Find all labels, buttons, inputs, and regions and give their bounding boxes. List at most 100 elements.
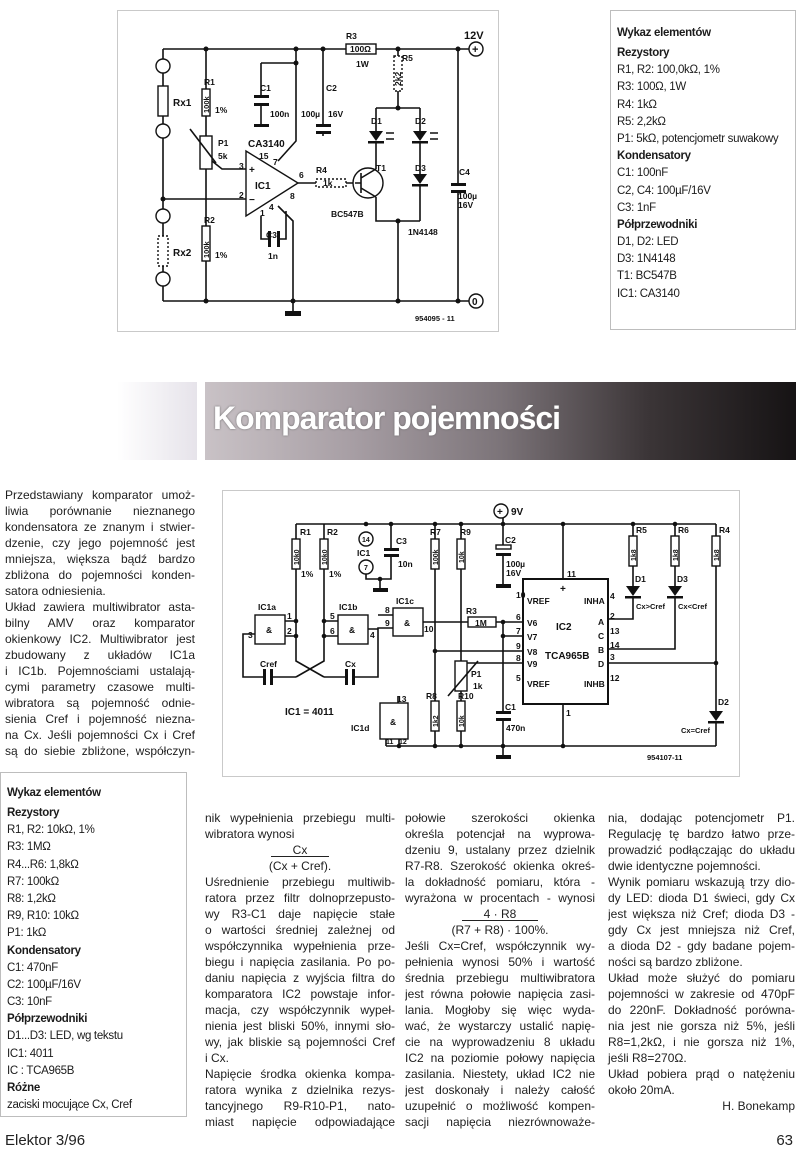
svg-text:V6: V6 [527, 618, 538, 628]
text-line: i IC1b. Pojemnościami ustalają- [5, 664, 195, 678]
svg-text:C2: C2 [505, 535, 516, 545]
text-line: cie na wyprowadzeniu 8 układu [405, 1035, 595, 1049]
text-line: ności są bardzo zbliżone. [608, 955, 743, 969]
text-line: do 220nF. Dokładność porówna- [608, 1003, 795, 1017]
svg-text:5k: 5k [218, 151, 228, 161]
svg-text:R2: R2 [327, 527, 338, 537]
text-line: zbudowany z układów IC1a [5, 648, 195, 662]
svg-text:7: 7 [516, 626, 521, 636]
svg-text:12: 12 [399, 739, 407, 746]
text-line: pojemności w zakresie od 470pF [608, 987, 795, 1001]
parts-list-item: R7: 100kΩ [7, 875, 59, 888]
parts-list-item: D3: 1N4148 [617, 253, 676, 266]
svg-text:IC1: IC1 [255, 181, 271, 192]
parts-list-item: R1, R2: 10kΩ, 1% [7, 824, 95, 837]
text-line: Przedstawiany komparator umoż- [5, 488, 195, 502]
text-line: gdy Cx jest mniejsza niż Cref, [608, 923, 795, 937]
svg-text:4: 4 [610, 591, 615, 601]
svg-text:10: 10 [516, 590, 526, 600]
text-line: i Cx. [205, 1051, 229, 1065]
text-line: lania. Mogłoby się więc wyda- [405, 1003, 595, 1017]
parts-list-item: zaciski mocujące Cx, Cref [7, 1099, 132, 1112]
parts-list-item: R4: 1kΩ [617, 98, 657, 111]
ic1c-gate [392, 607, 424, 637]
svg-text:100Ω: 100Ω [350, 44, 371, 54]
svg-text:1%: 1% [329, 569, 342, 579]
svg-text:P1: P1 [471, 669, 482, 679]
text-line: o wartości średniej zależnej od [205, 923, 395, 937]
svg-text:3: 3 [239, 161, 244, 171]
svg-text:Cx>Cref: Cx>Cref [636, 602, 665, 611]
svg-text:&: & [404, 618, 410, 628]
svg-text:10n: 10n [398, 559, 413, 569]
svg-text:16V: 16V [458, 200, 473, 210]
svg-text:2: 2 [239, 190, 244, 200]
svg-text:R3: R3 [346, 31, 357, 41]
svg-text:B: B [598, 645, 604, 655]
svg-text:INHA: INHA [584, 596, 605, 606]
svg-text:BC547B: BC547B [331, 209, 364, 219]
svg-text:C1: C1 [505, 702, 516, 712]
svg-text:V7: V7 [527, 632, 538, 642]
svg-text:Cx: Cx [345, 659, 356, 669]
svg-text:6: 6 [516, 612, 521, 622]
article-column-2: nik wypełnienia przebiegu multi-wibrator… [205, 810, 395, 1130]
parts-category-heading: Kondensatory [617, 150, 691, 163]
svg-text:100µ: 100µ [301, 109, 320, 119]
text-line: wy R3-C1 daje napięcie stałe [205, 907, 395, 921]
text-line: około 20mA. [608, 1083, 675, 1097]
text-line: Regulację tę bardzo łatwo prze- [608, 827, 795, 841]
svg-text:3: 3 [248, 630, 253, 640]
svg-text:R5: R5 [636, 525, 647, 535]
svg-text:9: 9 [516, 641, 521, 651]
text-line: wać, że wystarczy ustalić napię- [405, 1019, 595, 1033]
svg-text:+: + [472, 44, 478, 56]
svg-text:100k: 100k [202, 240, 211, 258]
formula-numerator: Cx [270, 844, 330, 857]
parts-list-item: R9, R10: 10kΩ [7, 910, 79, 923]
text-line: (R7 + R8) · 100%. [451, 923, 549, 937]
svg-text:2k2: 2k2 [393, 72, 403, 86]
text-line: biegu i napięcia zasilania. Po po- [205, 955, 395, 969]
svg-text:R10: R10 [458, 691, 474, 701]
parts-list-item: P1: 1kΩ [7, 927, 47, 940]
text-line: dzenie, czy jego pojemność jest [5, 536, 195, 550]
parts-category-heading: Rezystory [7, 807, 60, 819]
text-line: średnia przebiegu multiwibratora [405, 971, 595, 985]
svg-text:1M: 1M [475, 618, 487, 628]
svg-text:5: 5 [330, 611, 335, 621]
text-line: Układ może służyć do pomiaru [608, 971, 795, 985]
svg-text:+: + [497, 507, 503, 518]
r2-resistor [201, 225, 211, 262]
svg-text:100k: 100k [433, 549, 440, 565]
svg-text:4: 4 [370, 630, 375, 640]
svg-text:1k: 1k [323, 178, 333, 188]
svg-text:C2: C2 [326, 83, 337, 93]
svg-text:12: 12 [610, 673, 620, 683]
svg-text:1k: 1k [473, 681, 483, 691]
svg-text:VREF: VREF [527, 679, 550, 689]
ic1b-gate [337, 614, 369, 645]
schematic-2-drawing: + 9V R1 10k0 1% R2 10k0 1% 14 IC1 7 C3 1… [242, 503, 730, 762]
svg-text:9: 9 [385, 618, 390, 628]
svg-text:V9: V9 [527, 659, 538, 669]
supply-terminal [493, 503, 509, 519]
wires [242, 518, 717, 756]
supply-terminal [468, 41, 484, 57]
svg-text:R1: R1 [300, 527, 311, 537]
text-line: Układ zawiera multiwibrator asta- [5, 600, 195, 614]
r3-resistor [345, 43, 377, 55]
junctions [293, 521, 719, 749]
svg-text:1n: 1n [268, 251, 278, 261]
schematic-2-labels: + 9V R1 10k0 1% R2 10k0 1% 14 IC1 7 C3 1… [248, 507, 730, 762]
parts-category-heading: Różne [7, 1082, 41, 1094]
parts-category-heading: Półprzewodniki [7, 1013, 88, 1026]
text-line: tancyjnego R9-R10-P1, nato- [205, 1099, 395, 1113]
svg-text:1%: 1% [301, 569, 314, 579]
svg-text:Cref: Cref [260, 659, 277, 669]
text-line: wibratora wynosi [205, 827, 295, 841]
text-line: Uśrednienie przebiegu multiwib- [205, 875, 395, 889]
svg-text:IC2: IC2 [556, 622, 572, 633]
text-line: pełnienia wynosi 50% i wartość [405, 955, 595, 969]
svg-text:+: + [560, 584, 566, 595]
